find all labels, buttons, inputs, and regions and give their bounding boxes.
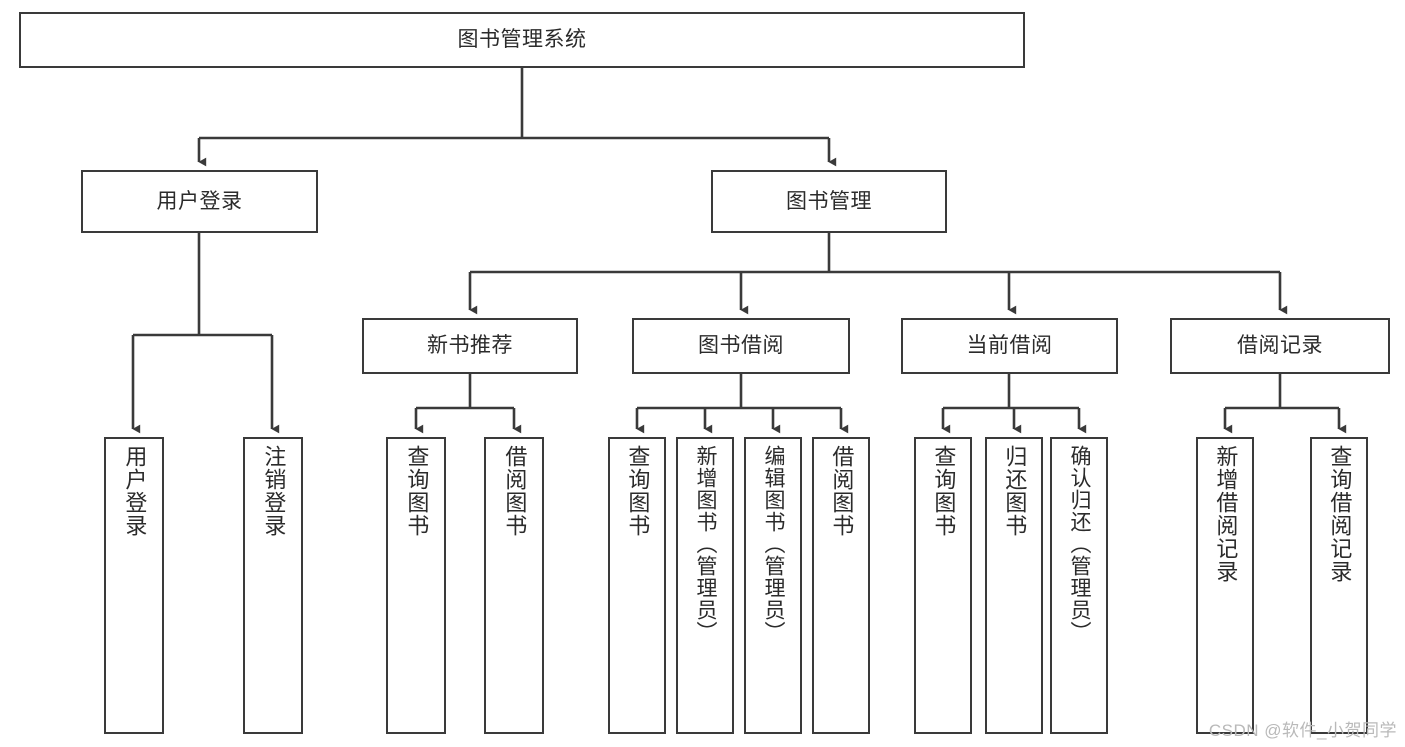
node-current-borrow[interactable]: 当前借阅 xyxy=(901,318,1118,374)
node-leaf-edit-book-admin-label: 编辑图书（管理员） xyxy=(762,445,786,643)
node-leaf-edit-book-admin[interactable]: 编辑图书（管理员） xyxy=(744,437,802,734)
node-leaf-user-login-label: 用户登录 xyxy=(122,445,148,537)
node-leaf-add-book-admin[interactable]: 新增图书（管理员） xyxy=(676,437,734,734)
node-root-label: 图书管理系统 xyxy=(457,28,587,52)
node-leaf-return-book[interactable]: 归还图书 xyxy=(985,437,1043,734)
node-leaf-borrow-book[interactable]: 借阅图书 xyxy=(812,437,870,734)
node-leaf-borrow-book-recommend-label: 借阅图书 xyxy=(502,445,528,537)
node-user-login[interactable]: 用户登录 xyxy=(81,170,318,233)
node-book-management[interactable]: 图书管理 xyxy=(711,170,947,233)
node-new-book-recommend[interactable]: 新书推荐 xyxy=(362,318,578,374)
node-leaf-logout-label: 注销登录 xyxy=(261,445,287,537)
node-current-borrow-label: 当前借阅 xyxy=(966,334,1053,358)
node-borrow-record[interactable]: 借阅记录 xyxy=(1170,318,1390,374)
node-leaf-logout[interactable]: 注销登录 xyxy=(243,437,303,734)
node-leaf-query-book-current[interactable]: 查询图书 xyxy=(914,437,972,734)
node-leaf-borrow-book-recommend[interactable]: 借阅图书 xyxy=(484,437,544,734)
node-leaf-query-book-label: 查询图书 xyxy=(625,445,651,537)
node-user-login-label: 用户登录 xyxy=(156,189,243,213)
node-new-book-recommend-label: 新书推荐 xyxy=(427,334,513,358)
node-leaf-add-borrow-record-label: 新增借阅记录 xyxy=(1213,445,1239,583)
node-leaf-confirm-return-admin-label: 确认归还（管理员） xyxy=(1068,445,1092,643)
node-book-borrow-label: 图书借阅 xyxy=(698,334,784,358)
node-root[interactable]: 图书管理系统 xyxy=(19,12,1025,68)
node-book-management-label: 图书管理 xyxy=(786,189,872,213)
node-leaf-query-borrow-record[interactable]: 查询借阅记录 xyxy=(1310,437,1368,734)
node-leaf-add-borrow-record[interactable]: 新增借阅记录 xyxy=(1196,437,1254,734)
node-leaf-query-book[interactable]: 查询图书 xyxy=(608,437,666,734)
node-borrow-record-label: 借阅记录 xyxy=(1237,334,1323,358)
node-leaf-confirm-return-admin[interactable]: 确认归还（管理员） xyxy=(1050,437,1108,734)
node-leaf-return-book-label: 归还图书 xyxy=(1002,445,1028,537)
watermark-text: CSDN @软件_小贺同学 xyxy=(1208,721,1397,740)
node-leaf-query-book-recommend[interactable]: 查询图书 xyxy=(386,437,446,734)
node-leaf-add-book-admin-label: 新增图书（管理员） xyxy=(694,445,718,643)
node-leaf-user-login[interactable]: 用户登录 xyxy=(104,437,164,734)
node-leaf-query-borrow-record-label: 查询借阅记录 xyxy=(1327,445,1353,583)
node-leaf-query-book-current-label: 查询图书 xyxy=(931,445,957,537)
node-leaf-borrow-book-label: 借阅图书 xyxy=(829,445,855,537)
node-leaf-query-book-recommend-label: 查询图书 xyxy=(404,445,430,537)
node-book-borrow[interactable]: 图书借阅 xyxy=(632,318,850,374)
